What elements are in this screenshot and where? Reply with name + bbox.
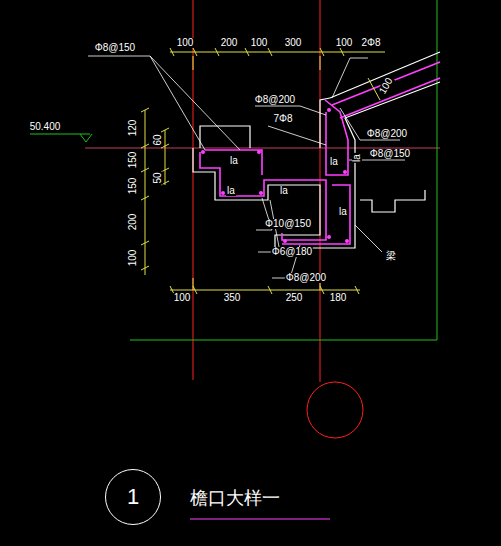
drawing-label: Φ6@180 [271, 247, 313, 257]
drawing-label: 2Φ8 [360, 38, 381, 48]
drawing-label: 60 [153, 133, 163, 146]
drawing-label: 250 [285, 293, 304, 303]
drawing-label: 300 [284, 38, 303, 48]
drawing-label: 100 [250, 38, 269, 48]
drawing-label: 100 [173, 293, 192, 303]
drawing-label: la [229, 156, 239, 166]
drawing-label: la [338, 207, 348, 217]
drawing-label: la [329, 157, 339, 167]
drawing-label: 50 [153, 171, 163, 184]
drawing-label: 7Φ8 [272, 114, 293, 124]
drawing-label: 100 [335, 38, 354, 48]
drawing-label: 50.400 [29, 122, 62, 132]
drawing-label: la [279, 186, 289, 196]
drawing-label: 350 [223, 293, 242, 303]
detail-number-circle: 1 [105, 469, 161, 525]
drawing-label: 150 [128, 151, 138, 170]
drawing-label: Φ8@200 [254, 95, 296, 105]
drawing-label: 100 [176, 38, 195, 48]
drawing-label: Φ8@200 [366, 129, 408, 139]
drawing-label: Φ10@150 [264, 219, 312, 229]
drawing-label: 120 [128, 119, 138, 138]
drawing-label: Φ8@150 [94, 43, 136, 53]
drawing-label: Φ8@150 [369, 149, 411, 159]
drawing-label: 200 [128, 213, 138, 232]
detail-number: 1 [127, 484, 139, 510]
drawing-label: Φ8@200 [285, 273, 327, 283]
drawing-label: 200 [220, 38, 239, 48]
drawing-label: 100 [377, 75, 395, 96]
drawing-label: 100 [128, 249, 138, 268]
drawing-label: la [352, 153, 362, 163]
drawing-label: la [226, 186, 236, 196]
detail-title: 檐口大样一 [190, 486, 280, 510]
drawing-label: 180 [329, 293, 348, 303]
drawing-label: 150 [128, 177, 138, 196]
drawing-label: 梁 [385, 251, 397, 261]
